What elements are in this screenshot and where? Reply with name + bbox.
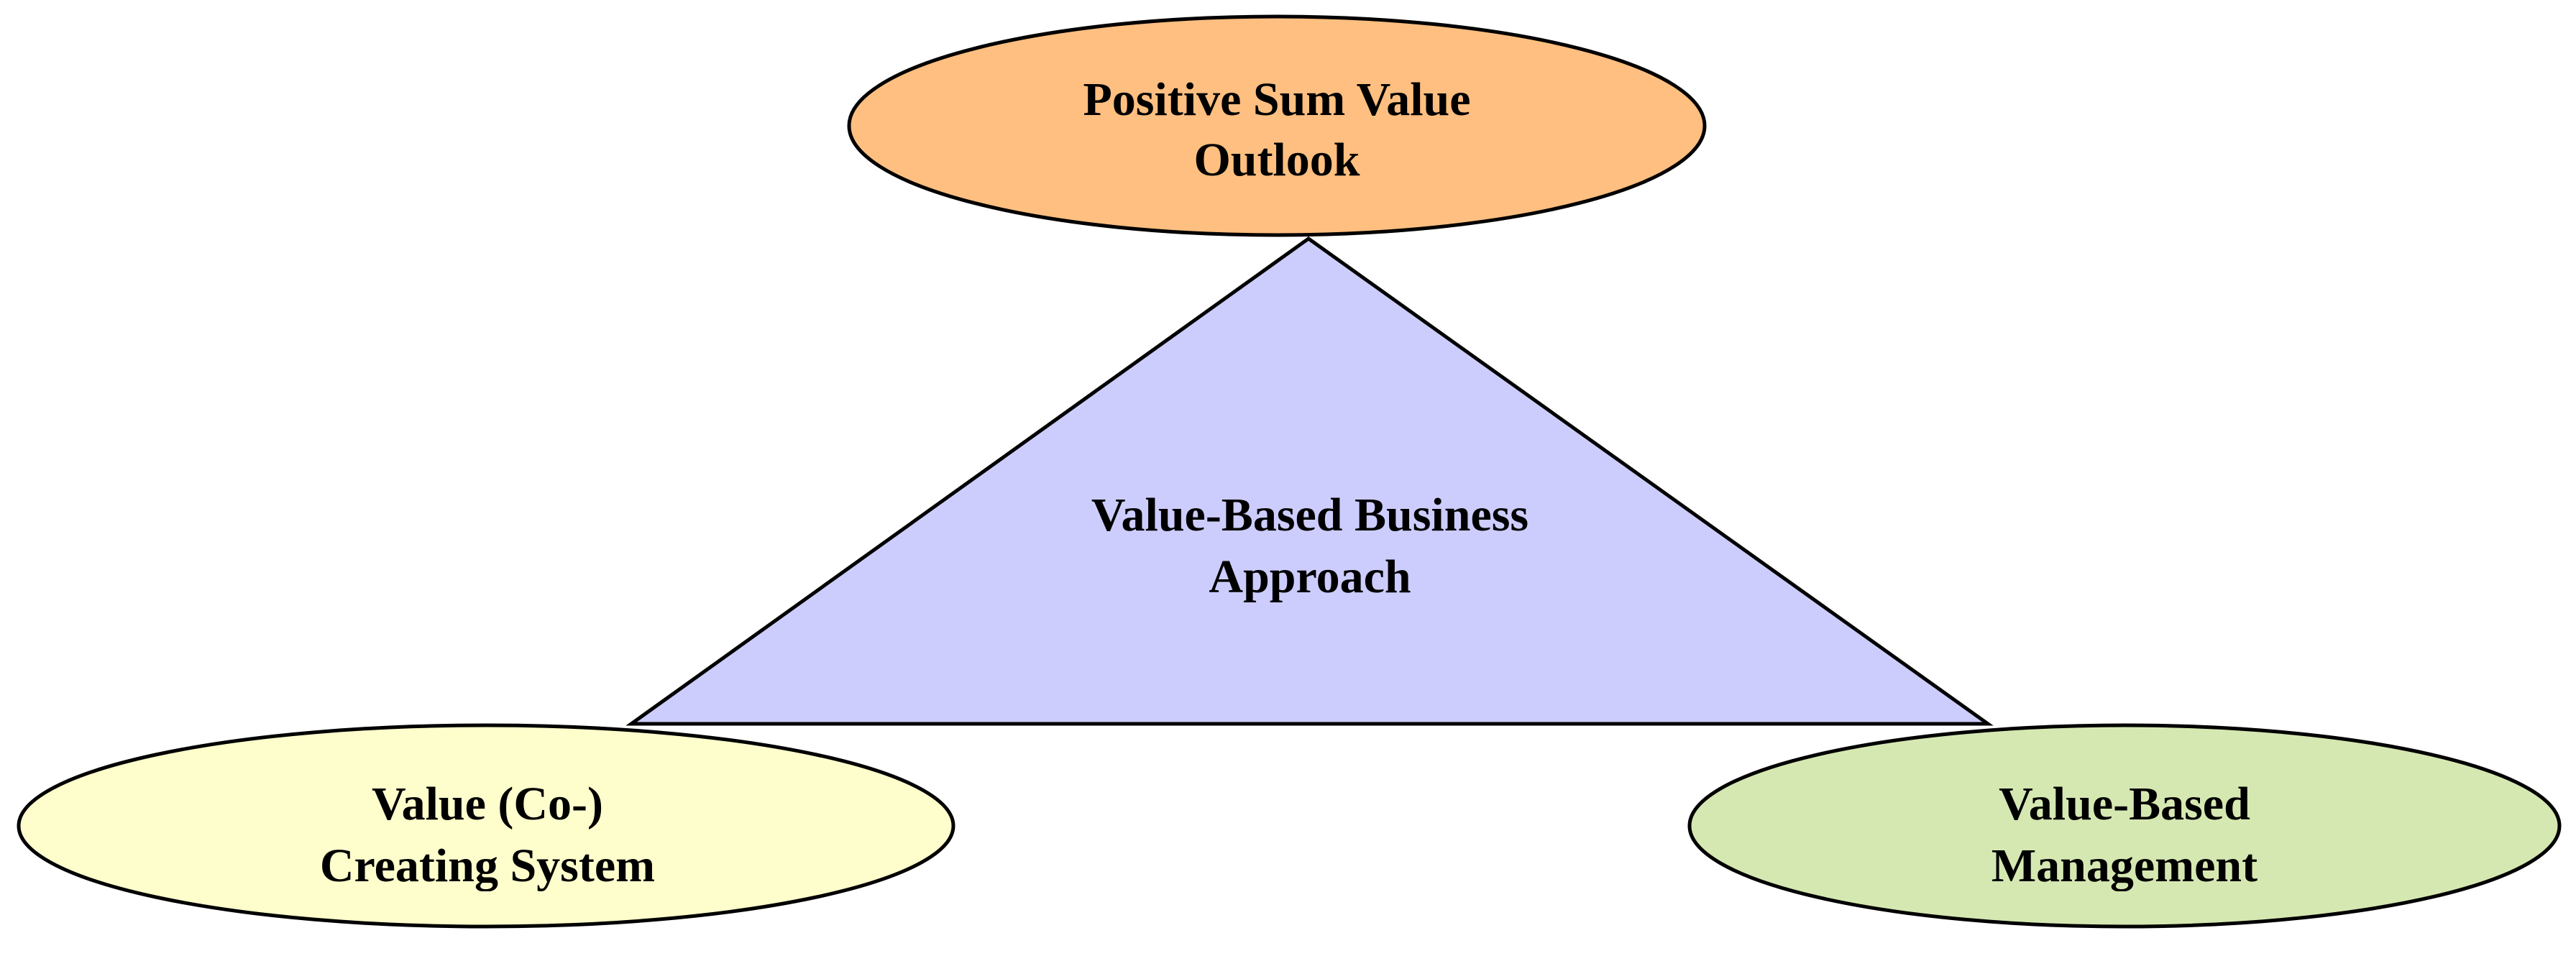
top-ellipse (847, 14, 1707, 237)
right-label-line2: Management (1991, 840, 2258, 892)
center-label-line1: Value-Based Business (1091, 489, 1528, 541)
center-triangle (625, 236, 1994, 726)
left-ellipse (17, 723, 955, 929)
top-label-line1: Positive Sum Value (1083, 73, 1470, 126)
right-label-line1: Value-Based (1999, 778, 2250, 830)
top-label-line2: Outlook (1193, 134, 1360, 186)
right-ellipse (1687, 723, 2562, 929)
center-label-line2: Approach (1209, 551, 1411, 603)
left-label-line1: Value (Co-) (372, 778, 603, 830)
left-label-line2: Creating System (320, 840, 655, 892)
